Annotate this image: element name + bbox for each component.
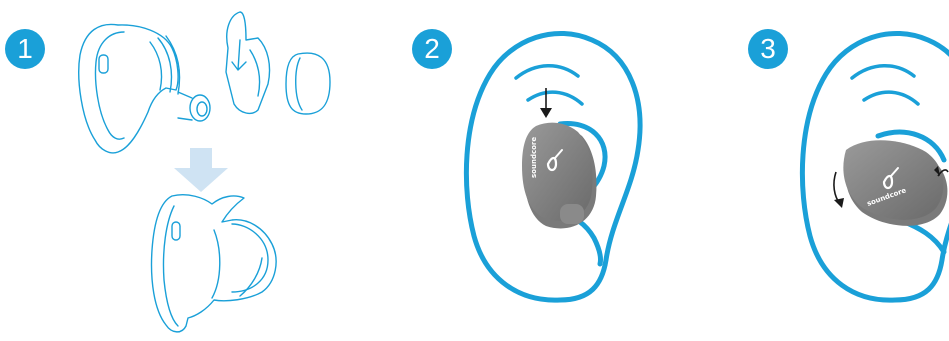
assembled-earbud: [152, 195, 277, 332]
wing-tip-inner: [250, 50, 260, 96]
step-1-parts: [79, 12, 330, 153]
earbud-tip-visible: [560, 204, 584, 224]
ear-helix: [528, 92, 582, 104]
earbud-body-inner: [96, 32, 125, 139]
ear-tip-inner: [296, 58, 302, 110]
ear-inner-fold-3: [852, 66, 914, 78]
step-2-earbud: soundcore: [522, 123, 596, 229]
earbud-brand-step2: soundcore: [530, 137, 538, 178]
wing-tip-arrow: [232, 40, 246, 70]
ear-helix-3: [864, 92, 918, 104]
down-arrow-icon: [174, 148, 228, 192]
earbud-body-part: [79, 24, 178, 152]
nozzle-inner: [197, 102, 207, 116]
earbud-ribs: [150, 36, 180, 94]
ear-tip: [286, 53, 330, 114]
earbud-sensor: [99, 55, 108, 73]
ear-inner-fold: [516, 66, 578, 78]
step-3-earbud: soundcore: [843, 140, 947, 226]
